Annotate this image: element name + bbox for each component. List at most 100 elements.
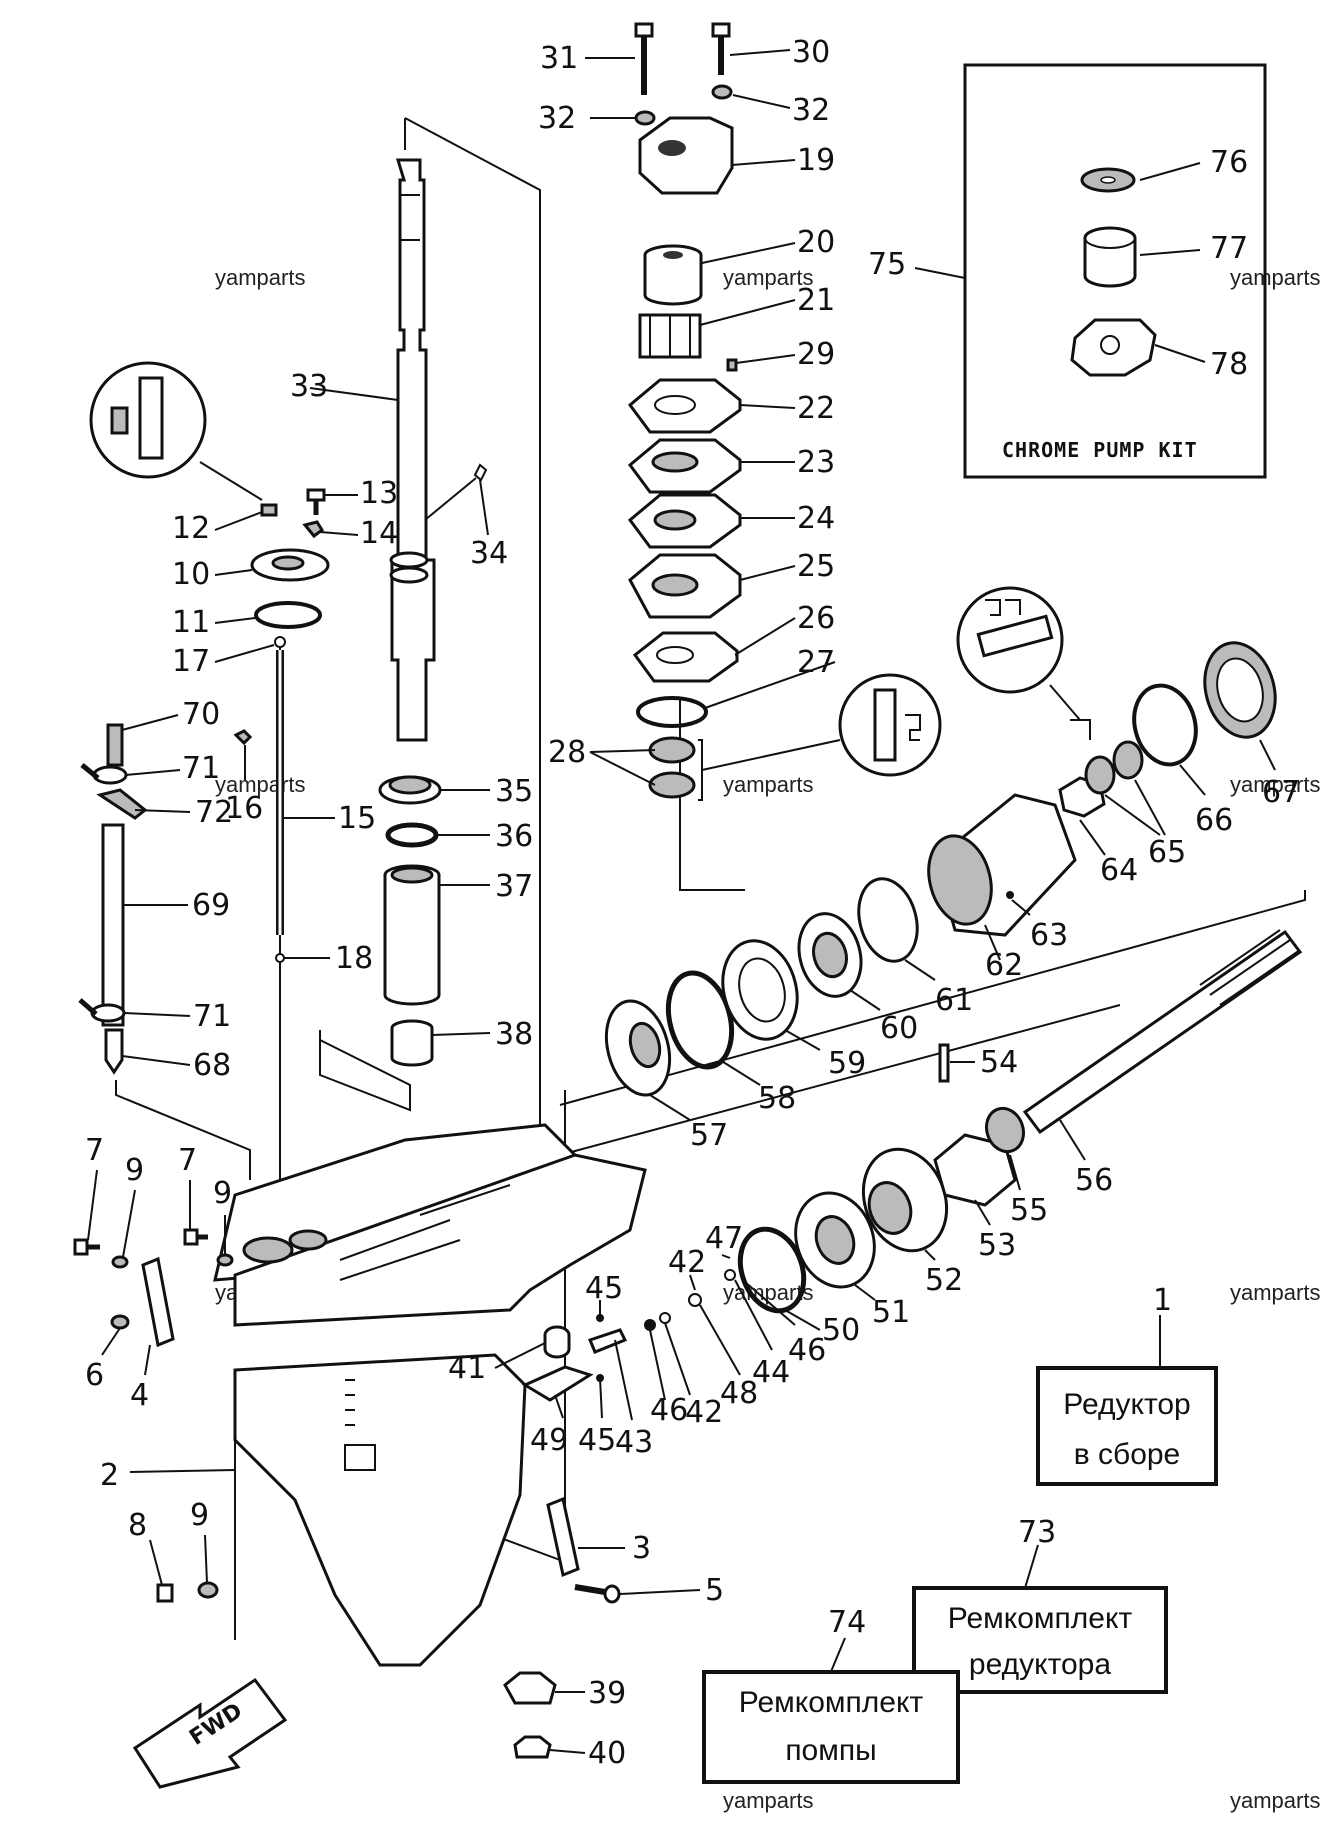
callout-39: 39 [588, 1676, 626, 1711]
callout-31: 31 [540, 41, 578, 76]
callout-73: 73 [1018, 1515, 1056, 1550]
callout-67: 67 [1262, 775, 1300, 810]
o-ring-61 [857, 877, 919, 963]
bushing-38 [390, 1019, 434, 1067]
drive-shaft-33 [390, 158, 436, 742]
pump-repair-kit-box [702, 1670, 960, 1784]
callout-66: 66 [1195, 803, 1233, 838]
callout-59: 59 [828, 1046, 866, 1081]
callout-50: 50 [822, 1313, 860, 1348]
shift-rod-group: 12 13 14 10 11 17 16 15 18 [89, 361, 398, 976]
watermark-text: yamparts [723, 1788, 813, 1813]
callout-38: 38 [495, 1017, 533, 1052]
callout-45: 45 [585, 1271, 623, 1306]
kit-liner-part-77 [1083, 226, 1137, 288]
callout-9: 9 [125, 1153, 144, 1188]
forward-arrow-icon: FWD [132, 1677, 288, 1789]
callout-19: 19 [797, 143, 835, 178]
callout-58: 58 [758, 1081, 796, 1116]
cross-pin-54 [938, 1043, 950, 1083]
callout-12: 12 [172, 511, 210, 546]
water-tube-69 [101, 823, 125, 1027]
watermark-text: yamparts [1230, 1280, 1320, 1305]
propeller-shaft-group: 50 51 52 53 54 55 56 [737, 929, 1303, 1348]
callout-60: 60 [880, 1011, 918, 1046]
watermark-text: yamparts [723, 265, 813, 290]
watermark-text: yamparts [1230, 265, 1320, 290]
callout-7: 7 [85, 1133, 104, 1168]
callout-33: 33 [290, 369, 328, 404]
bolt-31-head [634, 22, 654, 38]
callout-17: 17 [172, 644, 210, 679]
callout-42: 42 [668, 1245, 706, 1280]
callout-16: 16 [225, 791, 263, 826]
case-fasteners: 7 9 7 9 4 6 8 9 3 5 39 40 [73, 1133, 724, 1771]
callout-69: 69 [192, 888, 230, 923]
ring-nut-66 [1132, 683, 1198, 767]
pump-liner-20 [643, 244, 703, 306]
nut-39 [503, 1671, 557, 1705]
callout-45: 45 [578, 1423, 616, 1458]
callout-1: 1 [1153, 1283, 1172, 1318]
callout-46: 46 [788, 1333, 826, 1368]
callout-54: 54 [980, 1045, 1018, 1080]
callout-62: 62 [985, 948, 1023, 983]
callout-70: 70 [182, 697, 220, 732]
callout-51: 51 [872, 1295, 910, 1330]
drive-shaft-group: 33 34 35 36 37 38 [290, 158, 533, 1067]
gasket-22 [627, 378, 742, 434]
callout-25: 25 [797, 549, 835, 584]
callout-29: 29 [797, 337, 835, 372]
callout-64: 64 [1100, 853, 1138, 888]
water-tube-group: 70 71 72 69 71 68 [78, 697, 233, 1083]
chrome-pump-kit-box: CHROME PUMP KIT 75 76 77 78 [868, 63, 1267, 479]
kit-title: CHROME PUMP KIT [1002, 438, 1198, 462]
callout-34: 34 [470, 536, 508, 571]
gasket-26 [632, 631, 739, 683]
callout-61: 61 [935, 983, 973, 1018]
callout-35: 35 [495, 774, 533, 809]
callout-7: 7 [178, 1143, 197, 1178]
callout-76: 76 [1210, 145, 1248, 180]
callout-57: 57 [690, 1118, 728, 1153]
callout-11: 11 [172, 605, 210, 640]
callout-71: 71 [182, 751, 220, 786]
callout-65: 65 [1148, 835, 1186, 870]
bolt-30-head [711, 22, 731, 38]
callout-55: 55 [1010, 1193, 1048, 1228]
callout-56: 56 [1075, 1163, 1113, 1198]
grommet-68 [104, 1028, 124, 1075]
gear-case-lower [233, 1353, 527, 1667]
callout-23: 23 [797, 445, 835, 480]
callout-5: 5 [705, 1573, 724, 1608]
pump-repair-kit-line2: помпы [785, 1734, 876, 1767]
callout-4: 4 [130, 1378, 149, 1413]
watermark-text: yamparts [1230, 1788, 1320, 1813]
callout-26: 26 [797, 601, 835, 636]
callout-36: 36 [495, 819, 533, 854]
watermark-text: yamparts [723, 772, 813, 797]
watermarks: yamparts yamparts yamparts yamparts yamp… [215, 265, 1320, 1813]
callout-74: 74 [828, 1605, 866, 1640]
gear-case-body [233, 1153, 647, 1327]
callout-32: 32 [792, 93, 830, 128]
callout-53: 53 [978, 1228, 1016, 1263]
callout-10: 10 [172, 557, 210, 592]
sleeve-37 [383, 864, 441, 1006]
callout-78: 78 [1210, 347, 1248, 382]
callout-9: 9 [190, 1498, 209, 1533]
anode-3 [546, 1496, 580, 1578]
callout-24: 24 [797, 501, 835, 536]
callout-52: 52 [925, 1263, 963, 1298]
pump-repair-kit-line1: Ремкомплект [739, 1686, 924, 1719]
callout-42: 42 [685, 1395, 723, 1430]
kit-labels: 1 Редуктор в сборе 73 Ремкомплект редукт… [702, 1283, 1218, 1784]
assembly-label-line2: в сборе [1074, 1438, 1181, 1471]
assembly-label-line1: Редуктор [1063, 1388, 1190, 1421]
callout-2: 2 [100, 1458, 119, 1493]
oil-seal-65b [1112, 740, 1144, 780]
callout-9: 9 [213, 1176, 232, 1211]
callout-77: 77 [1210, 231, 1248, 266]
washer-40 [513, 1735, 552, 1759]
